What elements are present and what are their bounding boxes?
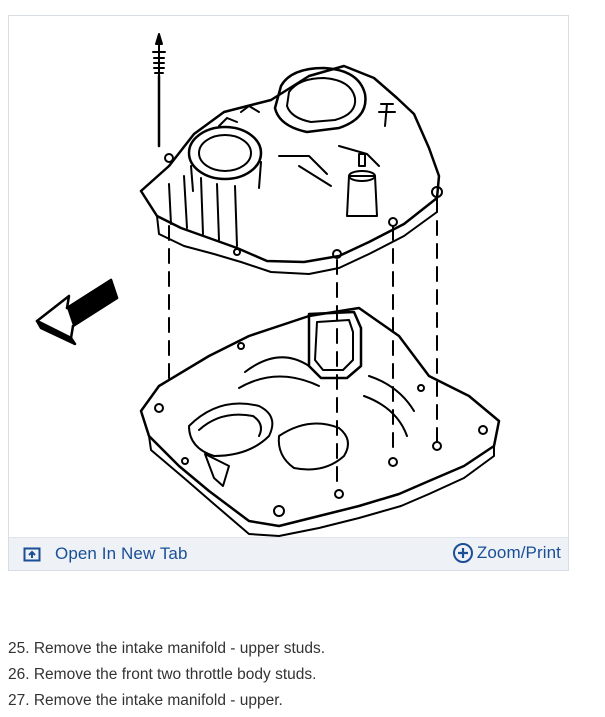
zoom-print-label: Zoom/Print bbox=[476, 543, 561, 562]
step-item: 27. Remove the intake manifold - upper. bbox=[8, 692, 283, 709]
intake-manifold-illustration bbox=[35, 33, 501, 537]
direction-arrow-drawing bbox=[35, 278, 119, 346]
zoom-plus-icon bbox=[452, 543, 473, 563]
open-in-new-tab-icon bbox=[23, 547, 41, 562]
stud-drawing bbox=[152, 33, 166, 148]
open-in-new-tab-button[interactable]: Open In New Tab bbox=[23, 544, 188, 564]
upper-manifold-drawing bbox=[139, 64, 443, 275]
figure-card: Open In New Tab Zoom/Print bbox=[8, 15, 569, 571]
step-item: 26. Remove the front two throttle body s… bbox=[8, 666, 317, 683]
open-in-new-tab-label: Open In New Tab bbox=[55, 544, 188, 563]
alignment-lines bbox=[168, 197, 438, 487]
instruction-steps: 25. Remove the intake manifold - upper s… bbox=[8, 636, 325, 714]
figure-toolbar: Open In New Tab Zoom/Print bbox=[9, 537, 568, 570]
lower-manifold-drawing bbox=[139, 306, 501, 537]
zoom-print-button[interactable]: Zoom/Print bbox=[452, 542, 561, 564]
step-item: 25. Remove the intake manifold - upper s… bbox=[8, 640, 326, 657]
